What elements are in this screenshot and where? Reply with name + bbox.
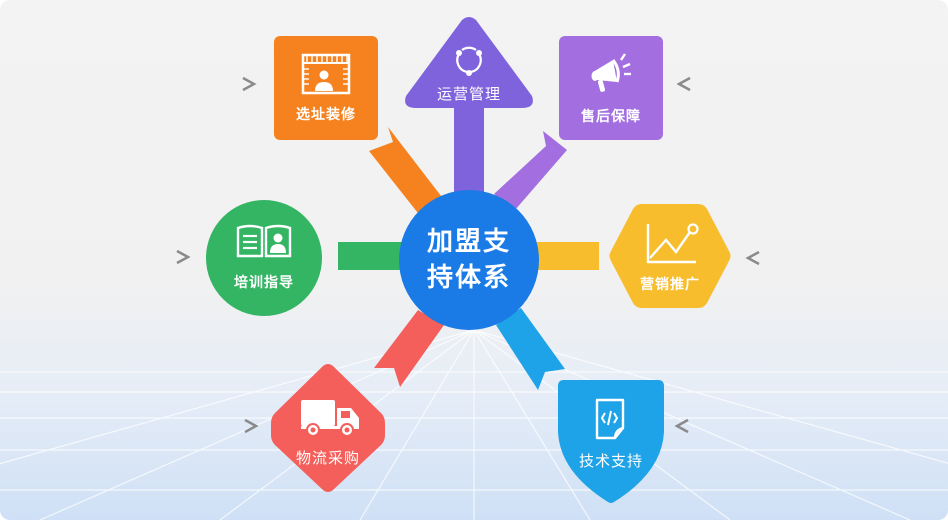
node-aftersales: 售后保障 — [559, 36, 663, 140]
center-title-line1: 加盟支 — [426, 227, 511, 257]
ribbon-logistics — [374, 310, 444, 387]
node-site: 选址装修 — [274, 36, 378, 140]
ribbon-aftersales — [494, 131, 567, 210]
ribbon-marketing — [533, 242, 599, 270]
line-chart-icon — [646, 223, 699, 264]
node-marketing-label: 营销推广 — [640, 277, 700, 293]
ribbon-site — [369, 127, 448, 222]
center-hub: 加盟支 持体系 — [399, 190, 539, 330]
code-file-icon — [595, 398, 625, 440]
center-title: 加盟支 持体系 — [419, 224, 519, 296]
node-site-label: 选址装修 — [296, 107, 356, 123]
incoming-arrows — [125, 76, 850, 434]
open-book-icon — [236, 224, 292, 258]
cycle-nodes-icon — [456, 46, 482, 76]
node-aftersales-label: 售后保障 — [581, 109, 641, 125]
storefront-person-icon — [301, 53, 351, 95]
megaphone-icon — [591, 53, 631, 92]
node-logistics: 物流采购 — [271, 363, 385, 493]
ribbon-operations — [454, 105, 484, 200]
node-marketing: 营销推广 — [608, 200, 732, 312]
node-training: 培训指导 — [206, 200, 322, 316]
node-tech: 技术支持 — [558, 380, 664, 504]
node-operations: 运营管理 — [402, 16, 536, 112]
truck-icon — [301, 400, 359, 437]
node-operations-label: 运营管理 — [436, 85, 501, 103]
node-logistics-label: 物流采购 — [295, 449, 360, 467]
center-title-line2: 持体系 — [426, 263, 511, 293]
ribbon-training — [338, 242, 408, 270]
ribbon-tech — [496, 308, 565, 390]
node-training-label: 培训指导 — [234, 275, 294, 291]
node-tech-label: 技术支持 — [578, 452, 643, 470]
